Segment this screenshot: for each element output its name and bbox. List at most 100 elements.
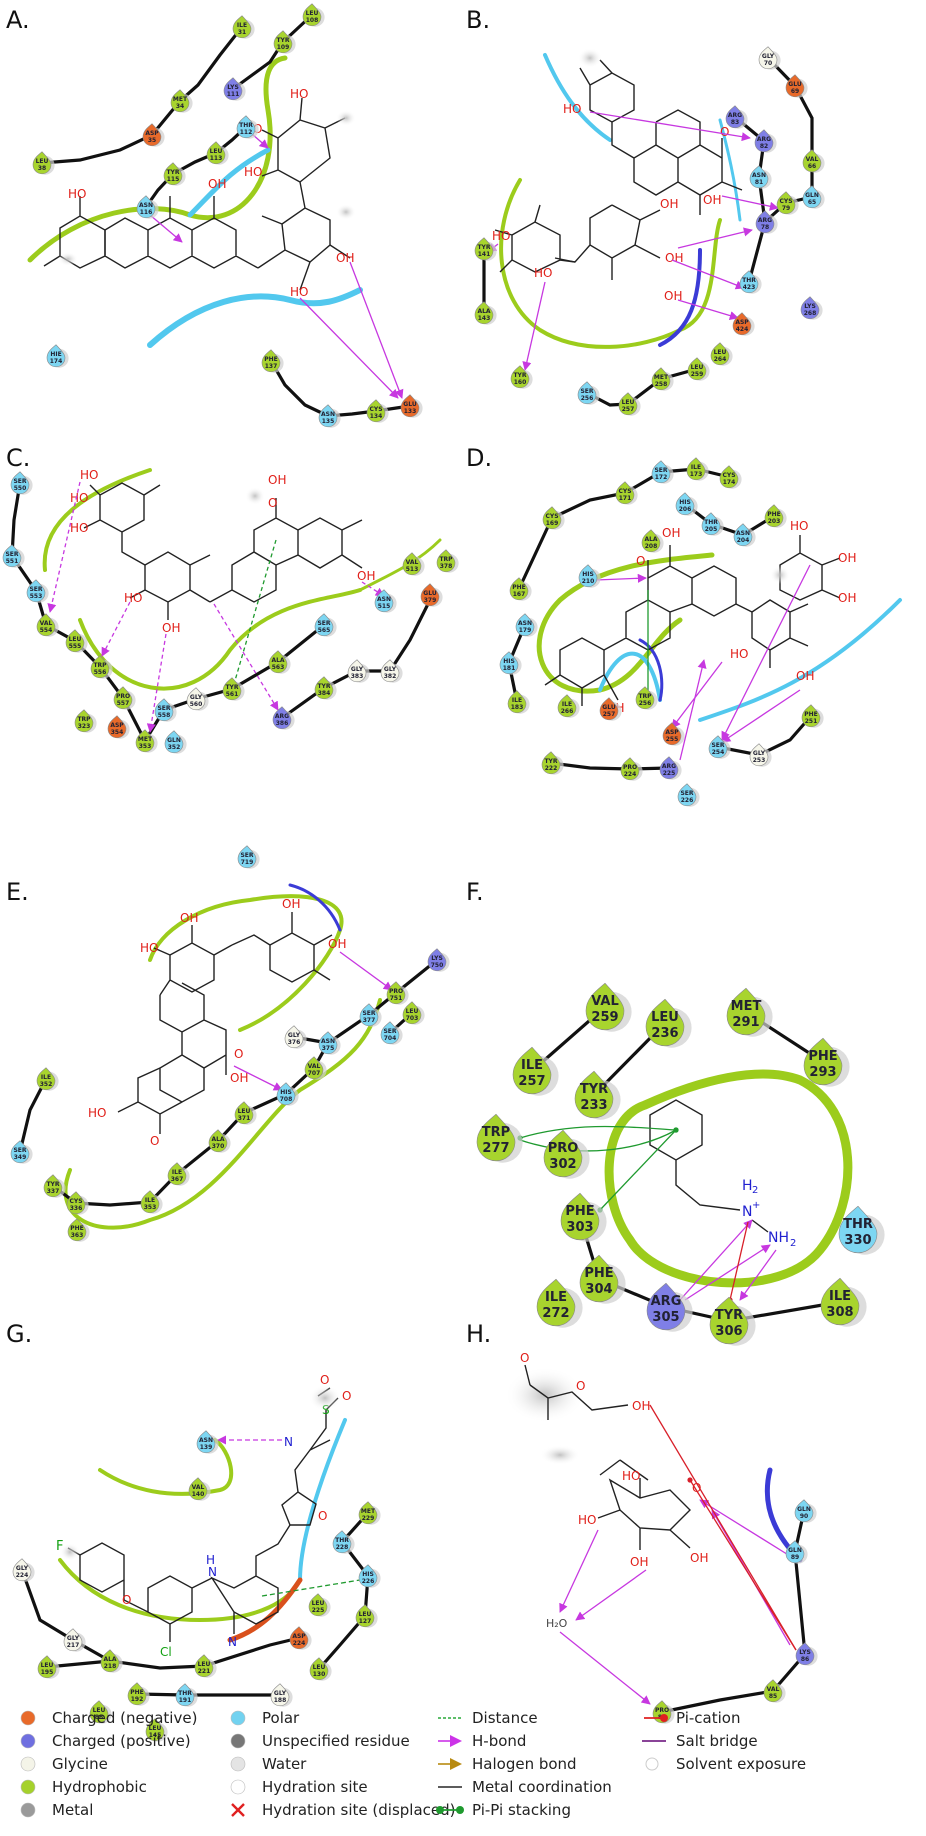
atom-label: N — [228, 1635, 237, 1649]
residue-label: ASN — [752, 172, 766, 179]
residue-label: LEU — [312, 1600, 325, 1607]
residue-number: 565 — [318, 627, 331, 634]
atom-label: HO — [70, 491, 88, 505]
residue-label: CYS — [545, 513, 558, 520]
panel-letter-e: E. — [6, 878, 29, 906]
residue-number: 221 — [198, 1668, 211, 1675]
residue-label: ARG — [758, 217, 772, 224]
legend-label: Hydrophobic — [52, 1778, 147, 1796]
residue-label: THR — [239, 122, 253, 129]
residue-number: 363 — [71, 1232, 84, 1239]
residue-number: 337 — [47, 1188, 60, 1195]
residue-label: PHE — [767, 511, 781, 518]
residue-number: 192 — [131, 1696, 144, 1703]
residue-label: LEU — [36, 158, 49, 165]
residue-number: 563 — [272, 664, 285, 671]
residue-number: 78 — [761, 224, 769, 231]
legend-item: Polar — [230, 1709, 300, 1727]
residue-number: 708 — [280, 1096, 293, 1103]
residue-label: ALA — [644, 536, 657, 543]
residue-number: 206 — [679, 506, 692, 513]
panel-letter-h: H. — [466, 1320, 491, 1348]
residue-number: 218 — [104, 1663, 117, 1670]
residue-label: LYS — [431, 955, 443, 962]
residue-label: GLY — [762, 53, 775, 60]
legend-label: Charged (positive) — [52, 1732, 191, 1750]
residue-number: 323 — [78, 723, 91, 730]
residue-number: 228 — [336, 1544, 349, 1551]
legend-label: Polar — [262, 1709, 300, 1727]
atom-label: O — [268, 496, 277, 510]
panel-letter-g: G. — [6, 1320, 32, 1348]
residue-number: 376 — [288, 1039, 301, 1046]
residue-label: LEU — [691, 364, 704, 371]
residue-number: 707 — [308, 1070, 321, 1077]
legend-label: Salt bridge — [676, 1732, 758, 1750]
residue-number: 277 — [482, 1141, 509, 1156]
residue-number: 69 — [791, 88, 799, 95]
residue-label: TRP — [77, 716, 91, 723]
residue-number: 255 — [666, 736, 679, 743]
residue-label: TYR — [715, 1308, 743, 1323]
residue-label: ASN — [139, 202, 153, 209]
residue-label: ILE — [829, 1289, 851, 1304]
residue-label: ARG — [662, 763, 676, 770]
residue-number: 556 — [94, 669, 107, 676]
residue-number: 259 — [691, 371, 704, 378]
residue-label: SER — [317, 620, 330, 627]
residue-label: ASP — [665, 729, 679, 736]
panel-letter-b: B. — [466, 6, 490, 34]
residue-number: 83 — [731, 119, 739, 126]
residue-label: GLU — [423, 590, 437, 597]
residue-label: HIS — [280, 1089, 292, 1096]
residue-label: GLN — [167, 737, 181, 744]
atom-label: HO — [492, 229, 510, 243]
legend-label: Hydration site — [262, 1778, 368, 1796]
residue-number: 205 — [705, 526, 718, 533]
residue-label: PHE — [130, 1689, 144, 1696]
atom-label: HO — [290, 87, 308, 101]
legend-item: Metal — [20, 1801, 93, 1819]
residue-number: 134 — [370, 413, 383, 420]
atom-label: OH — [690, 1551, 708, 1565]
residue-label: TYR — [513, 372, 526, 379]
residue-number: 179 — [519, 627, 532, 634]
panel-a: HO OH HO HO HO OH HO — [27, 13, 412, 418]
residue-label: PRO — [623, 764, 637, 771]
legend-label: Charged (negative) — [52, 1709, 197, 1727]
residue-label: SER — [383, 1028, 396, 1035]
residue-number: 133 — [404, 408, 417, 415]
legend-label: Halogen bond — [472, 1755, 577, 1773]
residue-label: GLY — [384, 666, 397, 673]
legend-item: Water — [230, 1755, 307, 1773]
residue-label: HIS — [362, 1571, 374, 1578]
residue-number: 226 — [681, 797, 694, 804]
residue-number: 222 — [545, 765, 558, 772]
residue-label: LYS — [799, 1649, 811, 1656]
residue-label: LYS — [227, 84, 239, 91]
residue-label: ILE — [41, 1074, 51, 1081]
residue-label: TYR — [225, 684, 238, 691]
residue-label: SER — [13, 1147, 26, 1154]
residue-label: PRO — [116, 693, 130, 700]
residue-number: 266 — [561, 708, 574, 715]
